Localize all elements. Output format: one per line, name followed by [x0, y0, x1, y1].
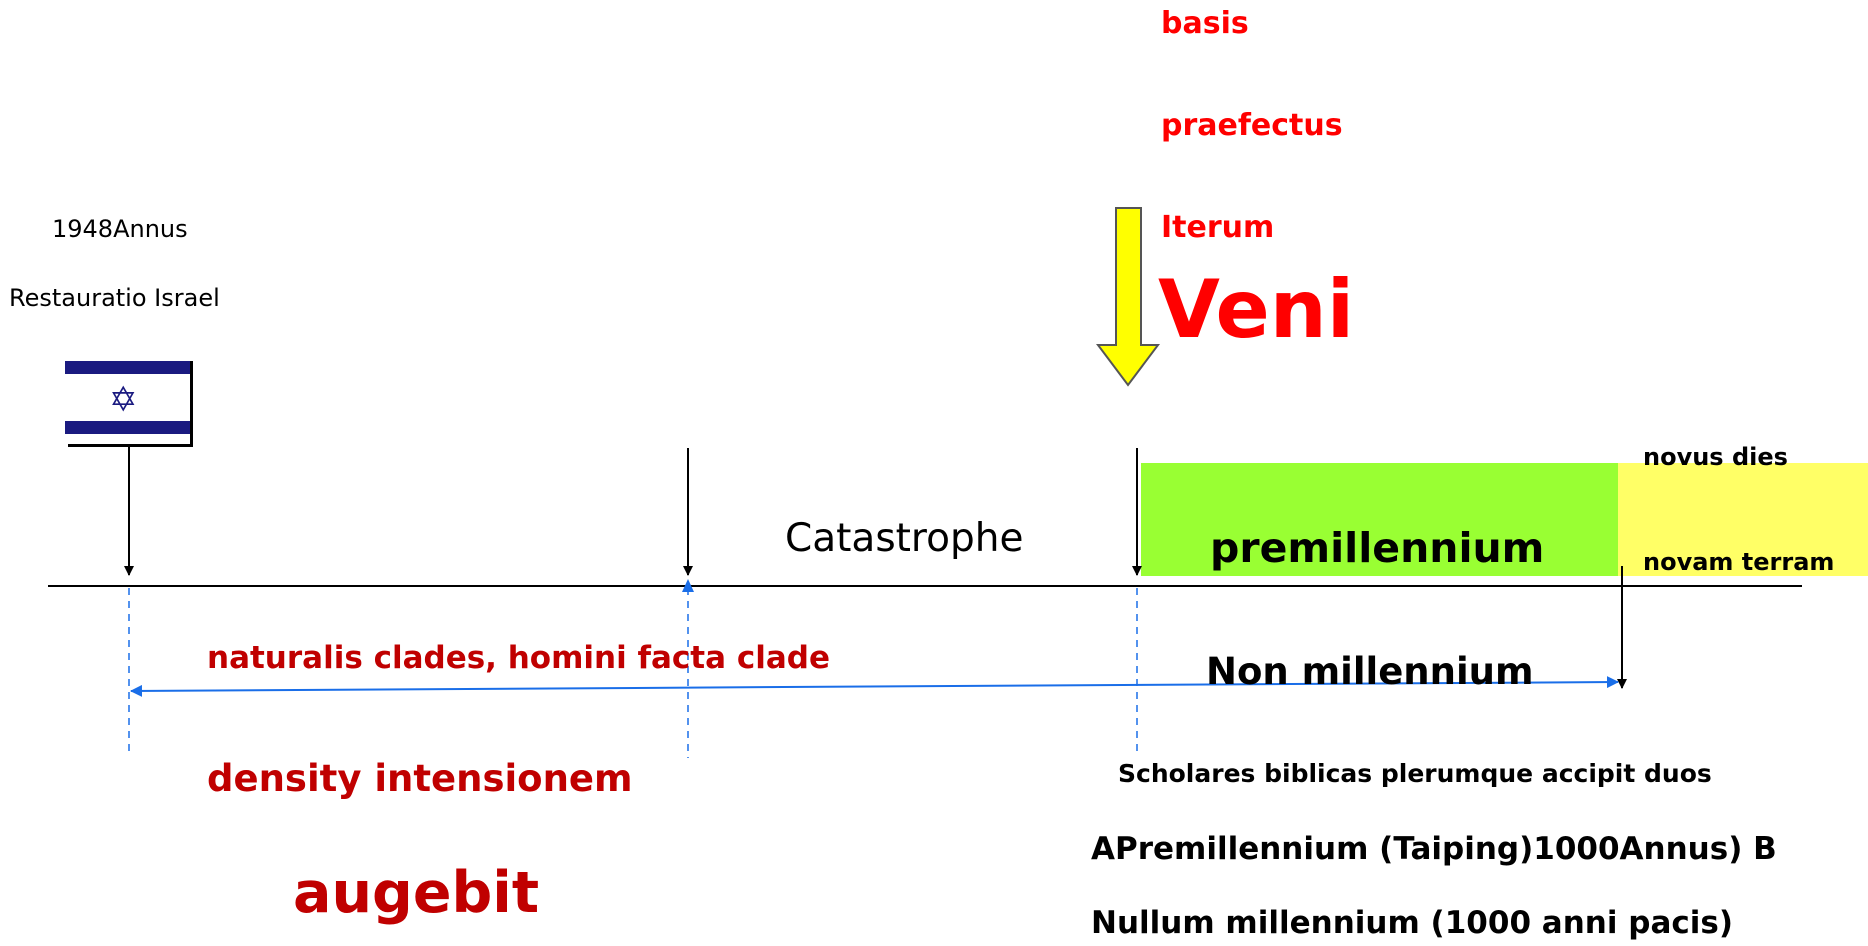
augebit-label: augebit	[293, 860, 540, 926]
second-coming-line-1: basis	[1161, 6, 1249, 41]
density-label: density intensionem	[207, 757, 633, 800]
scholars-line-3: Nullum millennium (1000 anni pacis)	[1091, 905, 1734, 941]
dashed-catastrophe-head	[682, 579, 694, 592]
second-coming-line-3: Iterum	[1161, 210, 1275, 245]
novus-dies-label: novus dies	[1643, 443, 1788, 471]
non-millennium-label: Non millennium	[1206, 650, 1534, 693]
star-of-david-icon: ✡	[109, 380, 138, 420]
scholars-line-2: APremillennium (Taiping)1000Annus) B	[1091, 831, 1777, 867]
flag-stripe-bottom	[65, 421, 190, 434]
novam-terram-label: novam terram	[1643, 548, 1835, 576]
span-arrow	[130, 676, 1619, 697]
second-coming-arrow	[1096, 207, 1160, 387]
scholars-line-1: Scholares biblicas plerumque accipit duo…	[1118, 759, 1712, 788]
new-earth-band	[1618, 463, 1868, 576]
disasters-label: naturalis clades, homini facta clade	[207, 640, 830, 676]
year-label: 1948Annus	[52, 215, 188, 243]
restoration-label: Restauratio Israel	[9, 284, 220, 312]
premillennium-band	[1141, 463, 1618, 576]
catastrophe-label: Catastrophe	[785, 516, 1024, 561]
premillennium-label: premillennium	[1210, 524, 1545, 572]
second-coming-title: Veni	[1158, 263, 1355, 356]
flag-stripe-top	[65, 361, 190, 374]
second-coming-line-2: praefectus	[1161, 108, 1343, 143]
israel-flag: ✡	[65, 358, 190, 444]
